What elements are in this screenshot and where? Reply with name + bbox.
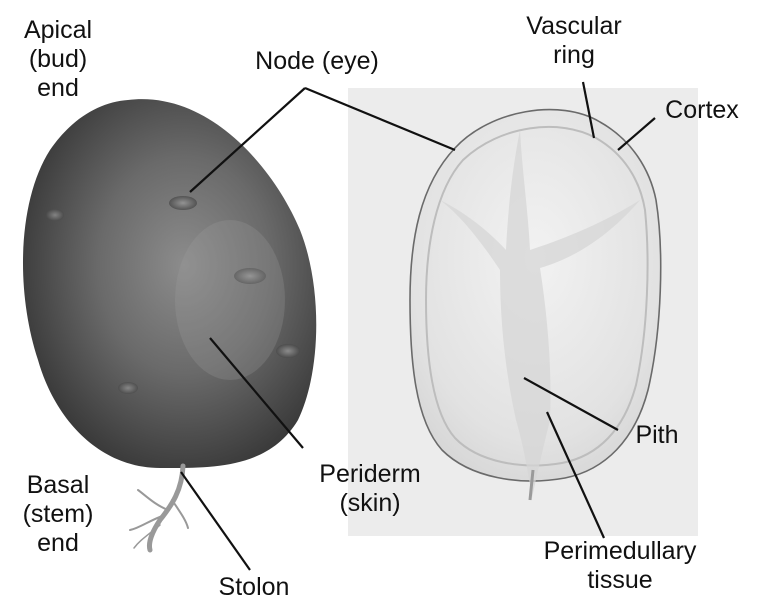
label-periderm-line2: (skin) — [290, 489, 450, 518]
label-perimedullary-tissue: Perimedullary tissue — [508, 537, 732, 595]
label-vascular-line1: Vascular — [500, 12, 648, 41]
label-basal-end: Basal (stem) end — [2, 471, 114, 558]
label-basal-line1: Basal — [2, 471, 114, 500]
label-pith: Pith — [622, 421, 692, 450]
label-apical-line2: (bud) — [8, 45, 108, 74]
stolon-root — [130, 466, 188, 550]
label-node-line1: Node (eye) — [232, 47, 402, 76]
label-vascular-line2: ring — [500, 41, 648, 70]
label-apical-line3: end — [8, 74, 108, 103]
label-perimedullary-line2: tissue — [508, 566, 732, 595]
label-apical-end: Apical (bud) end — [8, 16, 108, 103]
label-periderm: Periderm (skin) — [290, 460, 450, 518]
label-cortex: Cortex — [652, 96, 752, 125]
tuber-eye — [169, 196, 197, 210]
tuber-eye — [276, 344, 300, 358]
label-apical-line1: Apical — [8, 16, 108, 45]
label-pith-line1: Pith — [622, 421, 692, 450]
label-basal-line3: end — [2, 529, 114, 558]
label-cortex-line1: Cortex — [652, 96, 752, 125]
label-stolon-line1: Stolon — [196, 573, 312, 602]
label-stolon: Stolon — [196, 573, 312, 602]
label-basal-line2: (stem) — [2, 500, 114, 529]
tuber-eye — [46, 209, 64, 221]
tuber-eye — [118, 382, 138, 394]
label-vascular-ring: Vascular ring — [500, 12, 648, 70]
label-perimedullary-line1: Perimedullary — [508, 537, 732, 566]
label-periderm-line1: Periderm — [290, 460, 450, 489]
label-node-eye: Node (eye) — [232, 47, 402, 76]
leader-stolon — [181, 472, 250, 570]
